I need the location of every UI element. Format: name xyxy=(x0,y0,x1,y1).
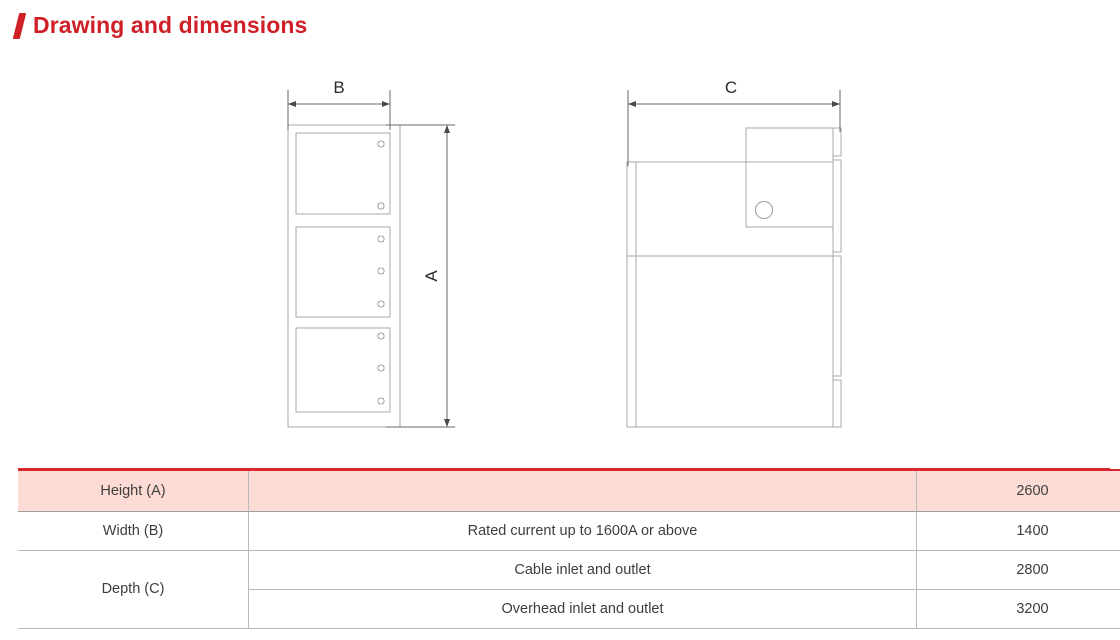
row-desc-height xyxy=(248,470,917,512)
row-desc-depth-cable: Cable inlet and outlet xyxy=(248,550,917,590)
handle-hole-icon xyxy=(377,202,385,210)
side-right-strips xyxy=(832,127,842,428)
side-elevation-drawing xyxy=(626,127,842,428)
dimension-line-b xyxy=(287,90,391,130)
table-row: Depth (C) Cable inlet and outlet 2800 xyxy=(18,550,1120,629)
handle-hole-icon xyxy=(377,397,385,405)
row-desc-depth-overhead: Overhead inlet and outlet xyxy=(248,589,917,629)
page-title: Drawing and dimensions xyxy=(12,12,308,39)
arrow-head-icon xyxy=(444,419,450,427)
door-panel-3 xyxy=(295,327,391,413)
arrow-head-icon xyxy=(444,125,450,133)
arrow-head-icon xyxy=(832,101,840,107)
handle-hole-icon xyxy=(377,140,385,148)
door-panel-1 xyxy=(295,132,391,215)
row-value-depth-cable: 2800 xyxy=(916,550,1120,590)
front-elevation-drawing xyxy=(287,124,401,428)
handle-hole-icon xyxy=(377,332,385,340)
row-label-width: Width (B) xyxy=(18,511,249,551)
table-top-accent-rule xyxy=(18,468,1110,470)
arrow-head-icon xyxy=(382,101,390,107)
page-title-text: Drawing and dimensions xyxy=(33,12,308,38)
table-row: Width (B) Rated current up to 1600A or a… xyxy=(18,511,1120,551)
circular-port-icon xyxy=(754,200,774,220)
dimension-line-c xyxy=(627,90,841,166)
dimension-line-a xyxy=(386,124,455,428)
row-value-height: 2600 xyxy=(916,470,1120,512)
row-desc-width: Rated current up to 1600A or above xyxy=(248,511,917,551)
row-value-depth-overhead: 3200 xyxy=(916,589,1120,629)
handle-hole-icon xyxy=(377,364,385,372)
cabinet-outline xyxy=(287,124,401,428)
arrow-head-icon xyxy=(288,101,296,107)
handle-hole-icon xyxy=(377,300,385,308)
row-value-width: 1400 xyxy=(916,511,1120,551)
table-row: Overhead inlet and outlet 3200 xyxy=(18,589,1120,629)
top-right-block xyxy=(745,127,834,228)
dimension-label-c: C xyxy=(725,78,737,97)
table-row: Height (A) 2600 xyxy=(18,470,1120,512)
handle-hole-icon xyxy=(377,235,385,243)
handle-hole-icon xyxy=(377,267,385,275)
arrow-head-icon xyxy=(628,101,636,107)
door-panel-2 xyxy=(295,226,391,318)
row-label-height: Height (A) xyxy=(18,470,249,512)
technical-drawings-area: B A C xyxy=(0,60,1120,460)
row-label-depth: Depth (C) xyxy=(18,550,249,629)
slash-mark-icon xyxy=(12,12,27,39)
dimensions-table: Height (A) 2600 Width (B) Rated current … xyxy=(18,469,1120,629)
side-body-outline xyxy=(626,161,834,428)
dimension-label-b: B xyxy=(333,78,344,97)
dimension-label-a: A xyxy=(422,270,441,282)
